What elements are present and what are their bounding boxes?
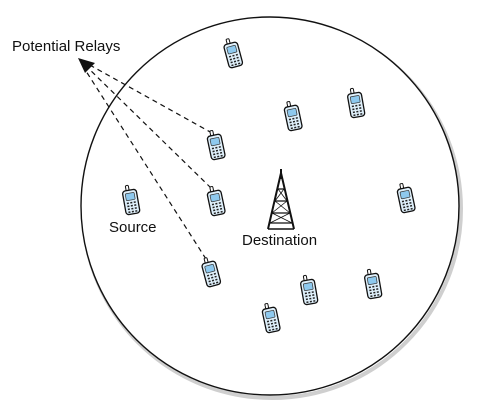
relay-link-1 — [87, 63, 213, 134]
relay-link-3 — [83, 67, 207, 260]
potential-relays-label: Potential Relays — [12, 38, 121, 55]
arrowhead-icon — [78, 58, 95, 73]
destination-label: Destination — [242, 232, 318, 249]
relay-links — [83, 63, 213, 260]
relay-link-2 — [85, 65, 212, 189]
source-label: Source — [109, 219, 157, 236]
cell-tower-icon — [267, 169, 295, 230]
